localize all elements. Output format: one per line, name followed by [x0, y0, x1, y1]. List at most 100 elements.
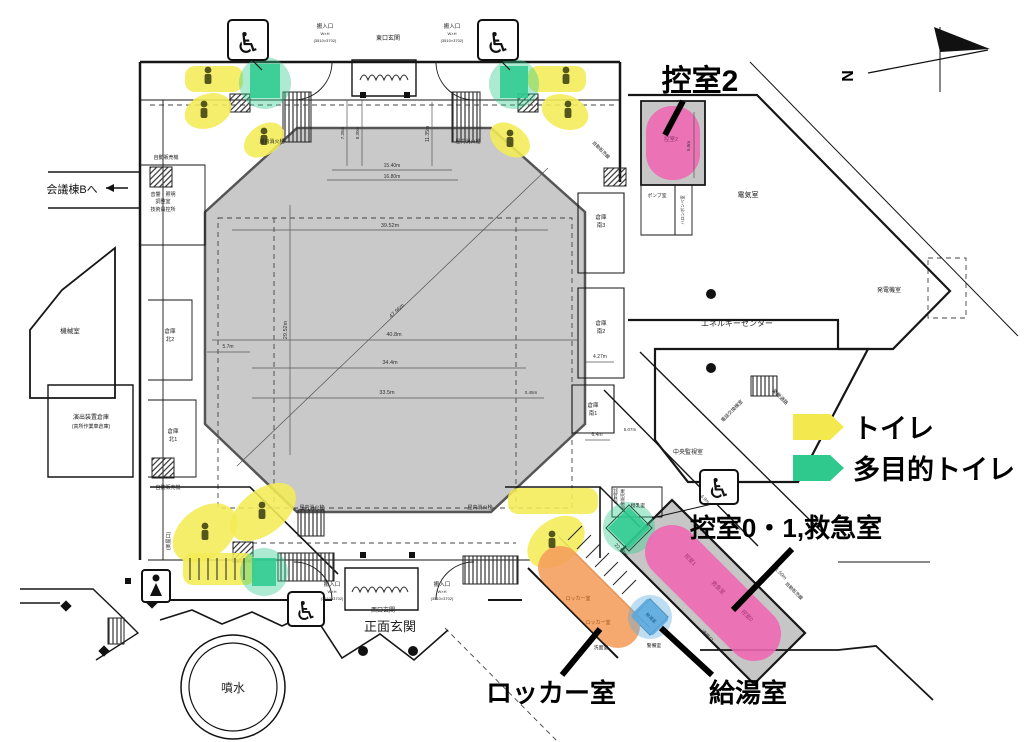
- wheelchair-sign-box: [287, 591, 325, 627]
- person-icon: [258, 509, 266, 519]
- north-arrow-head: [934, 27, 990, 52]
- room-label: 西口玄関: [371, 606, 395, 614]
- wall: [344, 567, 419, 611]
- person-icon: [201, 522, 209, 530]
- person-icon: [506, 129, 514, 137]
- dimension-label: 11.35m: [425, 126, 431, 142]
- person-icon: [548, 538, 556, 548]
- room-label: 楽屋通路: [771, 387, 790, 406]
- dimension-line: [236, 167, 549, 467]
- room-label: 屋内消火栓: [467, 504, 492, 511]
- wall: [603, 389, 759, 547]
- room-label: 搬入口: [324, 580, 341, 588]
- room-label: (3510×3702): [441, 38, 464, 43]
- pointer-locker-room: [559, 627, 603, 677]
- room-label: 機械室: [60, 326, 80, 335]
- dimension-label: 33.5m: [379, 390, 395, 396]
- pillar-square: [409, 552, 415, 558]
- room-label: 屋内消火栓: [299, 504, 324, 511]
- room-label: ロッカー室: [565, 595, 590, 602]
- pointer-waiting-room-2: [662, 99, 686, 137]
- room-label: 倉庫: [595, 319, 607, 327]
- door-arc: [435, 61, 475, 101]
- room-label: W×H: [321, 31, 330, 36]
- wall: [653, 347, 870, 484]
- wall: [527, 567, 619, 659]
- pillar-square: [360, 552, 366, 558]
- grille-line: [603, 561, 619, 577]
- wall: [148, 299, 193, 381]
- wall: [351, 59, 417, 97]
- grille-line: [594, 552, 610, 568]
- room-label: 倉庫: [164, 327, 176, 335]
- grille-line: [612, 570, 628, 586]
- room-label: 授乳室: [631, 502, 646, 509]
- room-label: 自動販売機: [619, 489, 625, 509]
- wheelchair-icon: ♿: [294, 598, 317, 626]
- door-arc: [351, 586, 409, 594]
- person-icon: [201, 530, 209, 540]
- dashed-line: [927, 257, 967, 319]
- wall: [674, 184, 693, 236]
- dimension-label: 15.40m: [384, 163, 401, 169]
- marker-diamond: [98, 645, 110, 657]
- highlight-accessible: [500, 66, 528, 98]
- stairs-hatch: [462, 555, 519, 585]
- room-label: 発電機室: [877, 286, 901, 294]
- wall: [640, 184, 676, 236]
- person-icon: [258, 501, 266, 509]
- person-icon: [562, 74, 570, 84]
- fountain-inner: [188, 642, 278, 732]
- room-label: ポンプ室: [647, 192, 666, 199]
- wheelchair-icon: ♿: [235, 28, 261, 60]
- grille-line: [576, 534, 592, 550]
- dimension-label: 6.9m: [700, 494, 711, 505]
- room-label: 電話交換機室: [719, 398, 744, 423]
- wall: [639, 351, 829, 539]
- room-label: 南3: [597, 221, 606, 229]
- label-kitchenette: 給湯室: [709, 678, 787, 708]
- north-arrow-line: [867, 49, 989, 74]
- stairs-hatch: [750, 375, 778, 397]
- marker-diamond: [60, 600, 72, 612]
- pillar-square: [360, 92, 366, 98]
- door-arc: [435, 561, 475, 601]
- dimension-label: 8.30m: [355, 126, 360, 139]
- room-label: 南2: [597, 327, 606, 335]
- wall: [577, 287, 625, 379]
- highlight-toilet: [184, 93, 232, 129]
- female-icon: [152, 574, 160, 582]
- dimension-label: 7.35m: [340, 126, 345, 139]
- room-label: 東口玄関: [376, 34, 400, 42]
- wheelchair-sign-box: [227, 19, 269, 61]
- room-label: W×H: [438, 589, 447, 594]
- room-label: 公衆電話: [612, 488, 618, 504]
- dimension-label: 5.7m: [222, 344, 233, 350]
- wheelchair-pointer: [251, 59, 263, 71]
- highlight-pink: [644, 524, 782, 662]
- wall: [611, 486, 663, 518]
- grille-line: [585, 543, 601, 559]
- dimension-label: 0.45m: [525, 390, 538, 395]
- room-label: W×H: [448, 31, 457, 36]
- room-label: 演出装置倉庫: [73, 413, 109, 421]
- dimension-label: 34.4m: [382, 360, 398, 366]
- wall: [749, 61, 1019, 337]
- room-label: 北2: [166, 335, 175, 343]
- room-label: 南1: [589, 409, 598, 417]
- stairs-hatch: [297, 509, 325, 537]
- stairs-hatch: [107, 617, 125, 645]
- wheelchair-icon: ♿: [485, 28, 511, 60]
- wheelchair-sign-box: [699, 469, 739, 505]
- door-arc: [293, 61, 333, 101]
- room-label: (3510×3702): [321, 596, 344, 601]
- room-label: (3510×3702): [314, 38, 337, 43]
- room-label: 調整室: [155, 198, 170, 205]
- vending-hatch: [151, 457, 175, 479]
- wheelchair-sign-box: [477, 19, 519, 61]
- pillar-dot: [358, 646, 368, 656]
- person-icon: [260, 127, 268, 135]
- pillar-dot: [706, 363, 716, 373]
- dimension-label: 40.8m: [386, 332, 402, 338]
- highlight-toilet: [185, 66, 243, 92]
